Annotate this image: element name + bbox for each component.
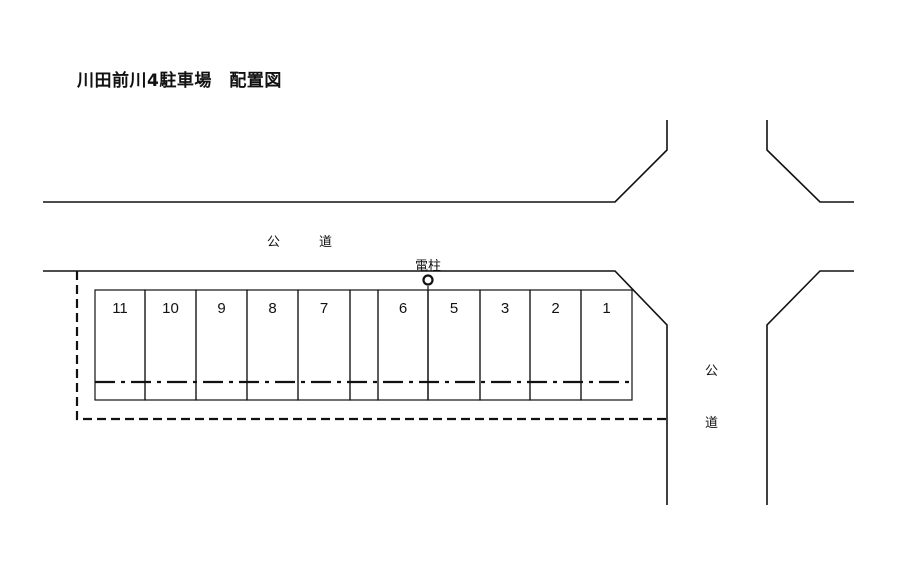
parking-space: [349, 289, 379, 401]
parking-space-number: 6: [398, 300, 408, 317]
road-top-char-1: 公: [267, 235, 281, 250]
road-side-char-1: 公: [705, 364, 719, 379]
road-edge-lot: [43, 270, 668, 505]
parking-space: [580, 289, 633, 401]
page-title: 川田前川4駐車場 配置図: [77, 71, 282, 91]
parking-space-number: 3: [500, 300, 510, 317]
road-edge-top: [43, 120, 668, 203]
parking-space-number: 10: [162, 300, 179, 317]
road-side-char-2: 道: [705, 416, 719, 431]
parking-space-number: 8: [268, 300, 277, 317]
lot-boundary-dashed: [75, 271, 667, 421]
parking-space-number: 1: [602, 300, 611, 317]
parking-space-number: 11: [112, 300, 128, 317]
parking-space-number: 2: [551, 300, 560, 317]
road-edge-right-lower: [766, 270, 854, 505]
road-edge-right-upper: [766, 120, 854, 203]
utility-pole-label: 電柱: [415, 259, 442, 274]
parking-space-number: 5: [449, 300, 459, 317]
utility-pole-icon: [422, 274, 434, 286]
parking-space-number: 9: [217, 300, 226, 317]
parking-space-number: 7: [319, 300, 329, 317]
road-top-char-2: 道: [319, 235, 333, 250]
